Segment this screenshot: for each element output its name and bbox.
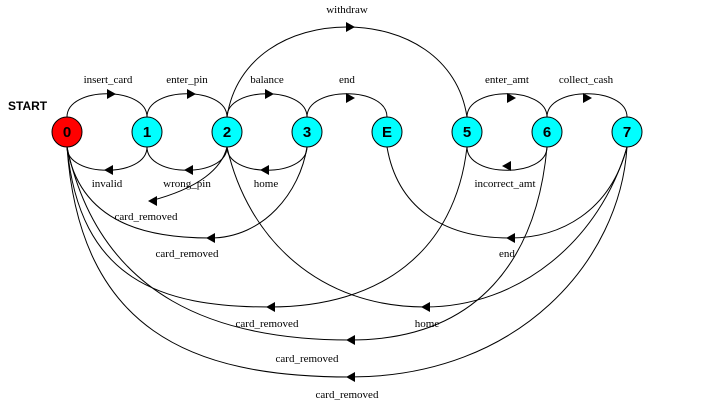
transition-label: enter_pin	[166, 74, 208, 86]
state-label: 2	[223, 124, 231, 141]
transition-5-to-6: enter_amt	[466, 74, 548, 118]
transition-label: enter_amt	[485, 74, 529, 86]
transition-5-to-0: card_removed	[66, 146, 468, 330]
transition-1-to-2: enter_pin	[146, 74, 228, 118]
transition-3-to-0: card_removed	[66, 146, 308, 260]
transition-line	[66, 146, 308, 239]
transition-label: invalid	[92, 178, 123, 190]
arrowhead-icon	[266, 302, 275, 312]
state-circle[interactable]	[531, 116, 563, 148]
arrowhead-icon	[187, 89, 196, 99]
state-label: 1	[143, 124, 151, 141]
transitions-layer: insert_cardinvalidenter_pinwrong_pincard…	[66, 4, 628, 401]
transition-line	[146, 146, 228, 171]
state-label: 5	[463, 124, 471, 141]
transition-2-to-5: withdraw	[226, 4, 468, 118]
state-circle[interactable]	[611, 116, 643, 148]
transition-line	[466, 146, 548, 171]
transition-label: card_removed	[276, 353, 339, 365]
arrowhead-icon	[260, 165, 269, 175]
arrowhead-icon	[265, 89, 274, 99]
transition-label: incorrect_amt	[474, 178, 535, 190]
transition-label: home	[415, 318, 440, 330]
transition-label: balance	[250, 74, 284, 86]
transition-3-to-2: home	[226, 146, 308, 190]
transition-label: card_removed	[236, 318, 299, 330]
start-state-circle[interactable]	[51, 116, 83, 148]
arrowhead-icon	[148, 196, 157, 206]
transition-7-to-2: home	[226, 146, 628, 330]
state-label: 6	[543, 124, 551, 141]
state-6[interactable]: 6	[531, 116, 563, 148]
arrowhead-icon	[346, 335, 355, 345]
transition-label: card_removed	[115, 211, 178, 223]
transition-label: withdraw	[326, 4, 368, 16]
state-3[interactable]: 3	[291, 116, 323, 148]
transition-line	[66, 146, 628, 378]
arrowhead-icon	[506, 233, 515, 243]
state-label: 0	[63, 124, 71, 141]
state-circle[interactable]	[211, 116, 243, 148]
transition-label: end	[339, 74, 355, 86]
transition-line	[386, 146, 628, 239]
transition-line	[66, 146, 148, 171]
states-layer: 0 1 2 3 E 5 6 7	[51, 116, 643, 148]
arrowhead-icon	[104, 165, 113, 175]
start-label: START	[8, 99, 48, 113]
transition-line	[226, 26, 468, 118]
transition-label: collect_cash	[559, 74, 614, 86]
state-label: E	[382, 124, 392, 141]
transition-2-to-3: balance	[226, 74, 308, 118]
transition-6-to-5: incorrect_amt	[466, 146, 548, 190]
arrowhead-icon	[346, 372, 355, 382]
arrowhead-icon	[107, 89, 116, 99]
state-label: 7	[623, 124, 631, 141]
state-E[interactable]: E	[371, 116, 403, 148]
transition-6-to-7: collect_cash	[546, 74, 628, 118]
transition-line	[149, 146, 228, 202]
state-0[interactable]: 0	[51, 116, 83, 148]
transition-2-to-0: card_removed	[115, 146, 228, 223]
transition-label: card_removed	[316, 389, 379, 401]
transition-6-to-0: card_removed	[66, 146, 548, 365]
transition-label: card_removed	[156, 248, 219, 260]
arrowhead-icon	[346, 22, 355, 32]
transition-label: insert_card	[84, 74, 133, 86]
state-circle[interactable]	[371, 116, 403, 148]
arrowhead-icon	[206, 233, 215, 243]
arrowhead-icon	[184, 165, 193, 175]
transition-1-to-0: invalid	[66, 146, 148, 190]
state-1[interactable]: 1	[131, 116, 163, 148]
transition-label: home	[254, 178, 279, 190]
arrowhead-icon	[421, 302, 430, 312]
arrowhead-icon	[583, 93, 592, 103]
state-circle[interactable]	[131, 116, 163, 148]
transition-3-to-E: end	[306, 74, 388, 118]
transition-7-to-E: end	[386, 146, 628, 260]
state-7[interactable]: 7	[611, 116, 643, 148]
state-circle[interactable]	[451, 116, 483, 148]
transition-7-to-0: card_removed	[66, 146, 628, 401]
state-circle[interactable]	[291, 116, 323, 148]
arrowhead-icon	[346, 93, 355, 103]
transition-line	[226, 146, 628, 308]
state-label: 3	[303, 124, 311, 141]
arrowhead-icon	[507, 93, 516, 103]
transition-label: end	[499, 248, 515, 260]
transition-line	[546, 93, 628, 118]
transition-line	[66, 146, 548, 341]
transition-0-to-1: insert_card	[66, 74, 148, 118]
arrowhead-icon	[502, 161, 511, 171]
state-2[interactable]: 2	[211, 116, 243, 148]
state-5[interactable]: 5	[451, 116, 483, 148]
